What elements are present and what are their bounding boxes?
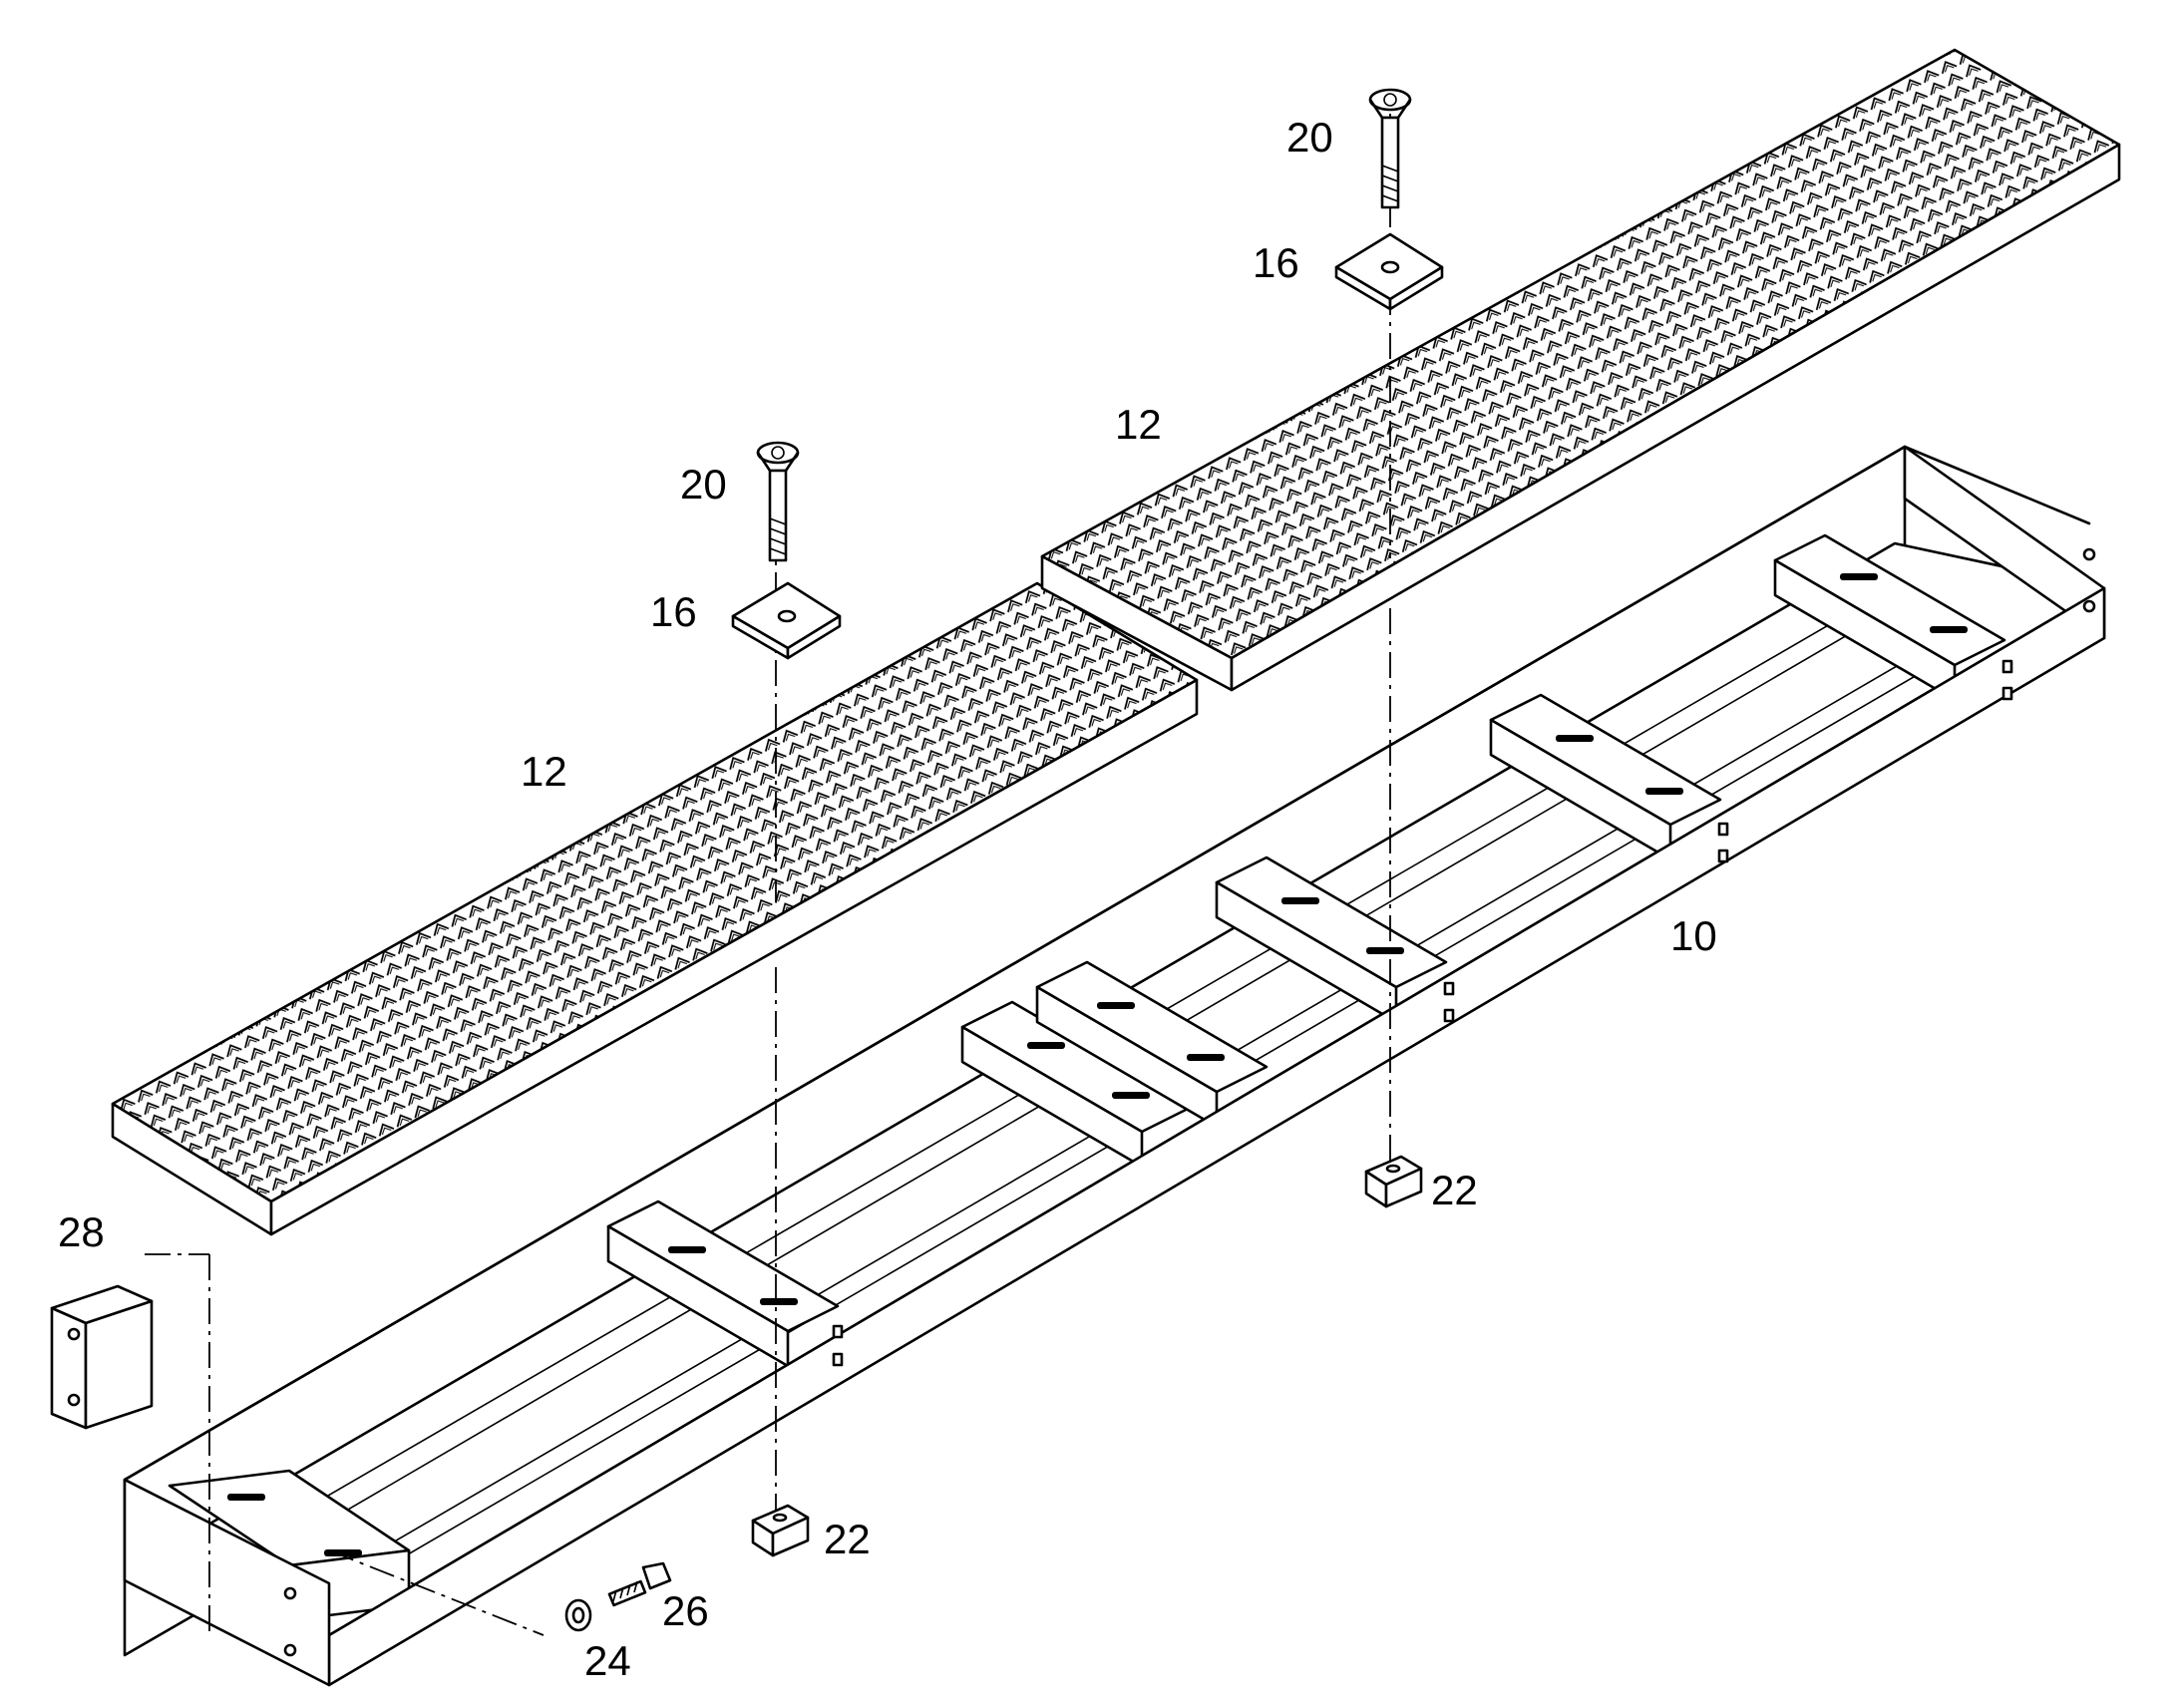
screw-right: [1368, 88, 1412, 209]
cross-member-1: [168, 1469, 411, 1622]
callout-plate-right: 16: [1253, 239, 1299, 286]
callout-screw-left: 20: [680, 461, 727, 508]
grate-right: [1040, 48, 2121, 692]
callout-washer: 24: [584, 1637, 631, 1684]
left-end-hole: [283, 1643, 297, 1657]
grate-left: [111, 581, 1199, 1236]
washer: [564, 1598, 592, 1632]
cross-member-7: [1773, 533, 2006, 702]
callout-nut-left: 22: [824, 1516, 871, 1562]
rail-holes: [832, 659, 2013, 1367]
cross-member-2: [606, 1199, 840, 1368]
plate-left: [731, 581, 842, 660]
callout-grate-right: 12: [1115, 401, 1162, 448]
frame-part: [123, 445, 2106, 1687]
cross-member-3: [960, 1000, 1194, 1169]
right-end-hole: [2082, 599, 2096, 613]
screw-left: [756, 441, 800, 562]
callout-screw-right: 20: [1286, 114, 1333, 161]
frame-front-rail: [327, 586, 2106, 1687]
end-cap: [50, 1284, 154, 1430]
bolt: [607, 1561, 672, 1607]
nut-right: [1364, 1155, 1423, 1208]
cross-members: [168, 533, 2006, 1622]
left-end-hole: [283, 1586, 297, 1600]
callout-end-cap: 28: [58, 1208, 105, 1255]
callout-bolt: 26: [662, 1587, 709, 1634]
plate-right: [1334, 232, 1444, 311]
callout-nut-right: 22: [1431, 1167, 1478, 1213]
callout-plate-left: 16: [650, 588, 697, 635]
cross-member-4: [1035, 960, 1269, 1129]
callout-frame: 10: [1670, 912, 1717, 959]
nut-left: [751, 1504, 810, 1557]
callout-grate-left: 12: [521, 748, 567, 795]
right-end-hole: [2082, 547, 2096, 561]
frame-left-end: [123, 1478, 331, 1687]
